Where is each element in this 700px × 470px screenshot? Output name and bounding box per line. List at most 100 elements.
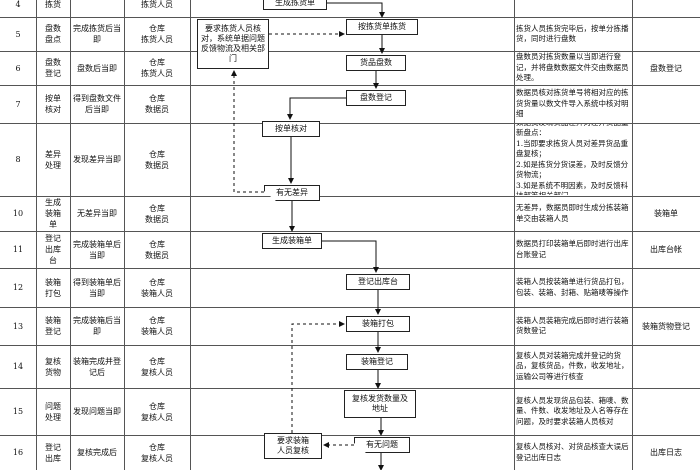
flow-decision-problem: 有无问题 [354,437,410,453]
row-condition: 得到装箱单后 当即 [73,277,121,298]
row-line [0,196,700,197]
row-description: 复核人员发现货品包装、箱唛、数量、件数、收发地址及人名等存在问题，及时要求装箱人… [516,395,629,426]
row-form [634,389,698,434]
row-role: 仓库 复核人员 [141,356,173,377]
flow-box-count-register: 盘数登记 [346,90,406,106]
row-description: 数据员发现货品差异对差异货品重新盘点： 1.当即要求拣货人员对差异货品重盘复核；… [516,124,629,195]
col-line [632,0,633,470]
row-form: 出库日志 [650,448,682,457]
row-condition: 完成拣货后当即 [73,24,121,44]
row-role: 仓库 数据员 [145,94,169,114]
row-step: 装箱 登记 [45,316,61,336]
row-number: 6 [15,63,21,73]
row-step: 生成 装箱 单 [45,198,61,229]
row-line [0,231,700,232]
row-condition: 无差异当即 [77,209,117,218]
row-description: 复核人员核对、对货品核查大误后登记出库日志 [516,442,629,462]
row-number: 8 [15,155,21,164]
row-form: 装箱单 [654,209,678,218]
row-role: 拣货人员 [141,0,173,9]
row-description: 装箱人员按装箱单进行货品打包，包装、装箱、封箱、贴箱唛等操作 [516,277,629,297]
col-line [190,0,191,470]
row-form [634,124,698,195]
row-form [634,269,698,306]
row-line [0,388,700,389]
col-line [124,0,125,470]
row-description: 无差异，数据员即时生成分拣装箱单交由装箱人员 [516,203,629,223]
row-role: 仓库 数据员 [145,149,169,170]
row-description: 拣货人员拣货完毕后，按单分拣播货，同时进行盘数 [516,23,629,44]
row-description: 数据员打印装箱单后即时进行出库台账登记 [516,239,629,259]
row-number: 7 [15,99,21,109]
row-step: 按单 核对 [45,94,61,114]
row-line [0,345,700,346]
row-number: 14 [12,362,24,371]
col-line [514,0,515,470]
row-form: 装箱货物登记 [642,321,690,331]
row-step: 问题 处理 [45,401,61,422]
flow-box-request-box-recheck: 要求装箱 人员复核 [264,433,322,459]
row-number: 16 [12,448,24,457]
row-role: 仓库 装箱人员 [141,316,173,336]
row-role: 仓库 数据员 [145,203,169,224]
col-line [70,0,71,470]
col-line [36,0,37,470]
row-description: 装箱人员装箱完成后即时进行装箱货数登记 [516,315,629,336]
row-condition: 完成装箱后当 即 [73,316,121,336]
row-step: 盘数 盘点 [45,24,61,44]
row-condition: 装箱完成并登 记后 [73,356,121,377]
row-condition: 盘数后当即 [77,63,117,73]
row-number: 4 [15,0,21,9]
flow-box-goods-count: 货品盘数 [346,55,406,71]
row-line [0,123,700,124]
row-step: 差异 处理 [45,149,61,170]
row-step: 登记 出库 [45,442,61,463]
row-condition [72,0,122,16]
row-form [634,0,698,16]
flow-box-pick-by-list: 按拣货单拣货 [346,19,418,35]
flow-box-generate-packing-list: 生成装箱单 [262,233,322,249]
row-step: 装箱 打包 [45,277,61,298]
row-description: 盘数员对拣货数量以当即进行登记，并将盘数数据文件交由数据员处理。 [516,52,629,83]
row-number: 5 [15,29,21,39]
row-role: 仓库 拣货人员 [141,58,173,78]
row-number: 10 [12,209,24,218]
row-description [516,0,630,16]
row-description: 复核人员对装箱完成并登记的货品，复核货品，件数，收发地址，运输公司等进行核查 [516,350,629,381]
flow-box-outbound-register: 登记出库台 [346,274,410,290]
row-line [0,85,700,86]
row-line [0,307,700,308]
row-number: 15 [12,407,24,416]
row-line [0,435,700,436]
flow-box-recheck: 复核发货数量及 地址 [344,390,416,418]
row-step: 盘数 登记 [45,58,61,78]
row-number: 13 [12,321,24,331]
flow-box-pack: 装箱打包 [346,316,410,332]
row-form [634,86,698,122]
row-condition: 发现问题当即 [73,407,121,416]
row-condition: 复核完成后 [77,448,117,457]
row-condition: 得到盘数文件 后当即 [73,94,121,114]
row-condition: 完成装箱单后 当即 [73,239,121,260]
row-number: 12 [12,283,24,292]
row-step: 登记 出库 台 [45,234,61,265]
flow-box-generate-pick-list: 生成拣货单 [263,0,327,10]
row-form [634,346,698,387]
row-role: 仓库 数据员 [145,239,169,260]
flow-box-check-by-list: 按单核对 [262,121,320,137]
flow-box-packing-register: 装箱登记 [346,354,408,370]
flow-box-request-pick-recheck: 要求拣货人员核对，系统单据问题反馈物流及相关部门 [197,19,269,69]
row-number: 11 [12,245,24,254]
flow-decision-difference: 有无差异 [264,185,320,201]
row-role: 仓库 拣货人员 [141,24,173,44]
row-form: 盘数登记 [650,63,682,73]
row-role: 仓库 复核人员 [141,401,173,422]
row-form: 出库台帐 [650,245,682,254]
row-condition: 发现差异当即 [73,155,121,164]
row-step: 拣货 [45,0,61,9]
row-role: 仓库 装箱人员 [141,277,173,298]
row-description: 数据员核对拣货单号将相对应的拣货货量以数文件导入系统中核对明细 [516,88,629,119]
row-line [0,17,700,18]
row-form [634,18,698,50]
